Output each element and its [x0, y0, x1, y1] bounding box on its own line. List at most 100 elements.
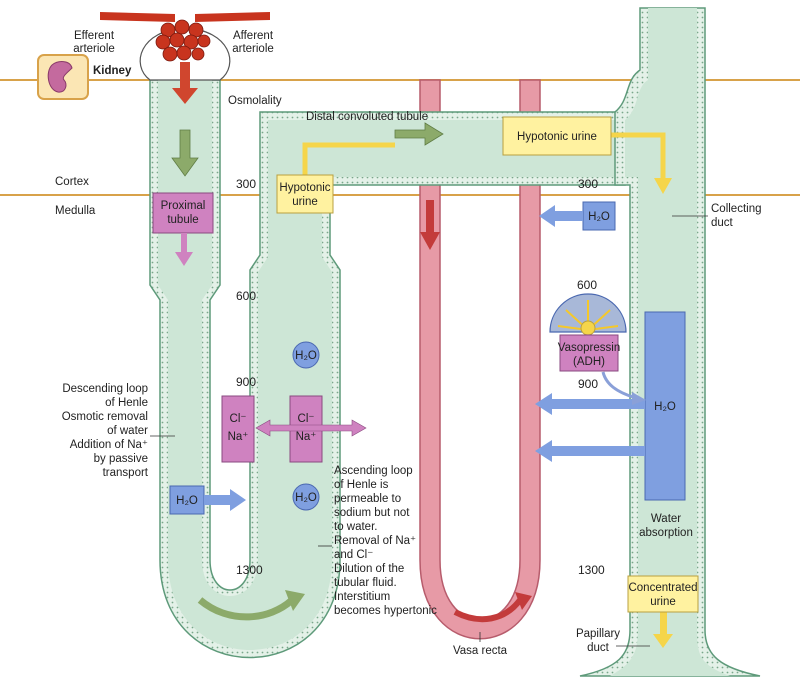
osmolality-left-1300: 1300	[236, 563, 263, 577]
yellow-path-left	[302, 142, 395, 180]
ascending-line: Removal of Na⁺	[334, 535, 416, 547]
medulla-label: Medulla	[55, 205, 96, 217]
proximal-flow-arrow	[171, 129, 199, 177]
vasopressin-sun-icon	[580, 320, 596, 336]
loop-flow-arrow	[197, 597, 295, 621]
descending-line: Descending loop	[62, 383, 148, 395]
osmolality-right-1300: 1300	[578, 563, 605, 577]
osmolality-label: Osmolality	[228, 95, 282, 107]
descending-line: transport	[103, 467, 149, 479]
osmolality-left-900: 900	[236, 375, 256, 389]
papillary-duct-label-1: Papillary	[576, 628, 620, 640]
osmolality-right-300: 300	[578, 177, 598, 191]
hypotonic-left-line-2: urine	[292, 196, 318, 208]
descending-line: Osmotic removal	[62, 411, 148, 423]
vasa-recta-down-arrow	[420, 200, 440, 250]
osmolality-left-600: 600	[236, 289, 256, 303]
ascending-line: of Henle is	[334, 479, 389, 491]
concentrated-down-arrow	[653, 612, 673, 648]
vasopressin-arrow	[601, 371, 637, 400]
vasa-recta-label: Vasa recta	[453, 645, 508, 657]
h2o-top-right-text: H₂O	[588, 211, 610, 223]
ascending-line: Dilution of the	[334, 563, 404, 575]
hypotonic-urine-left-box	[276, 174, 334, 214]
proximal-line-2: tubule	[167, 214, 198, 226]
concentrated-line-2: urine	[650, 596, 676, 608]
h2o-circle-upper-text: H₂O	[295, 350, 317, 362]
hypotonic-left-line-1: Hypotonic	[279, 182, 330, 194]
vasopressin-arrowhead	[632, 392, 646, 405]
concentrated-line-1: Concentrated	[628, 582, 697, 594]
ascending-line: sodium but not	[334, 507, 410, 519]
osmolality-left-300: 300	[236, 177, 256, 191]
descending-line: by passive	[94, 453, 148, 465]
proximal-tubule-box	[152, 192, 214, 234]
kidney-icon	[47, 61, 73, 93]
papillary-duct-label-2: duct	[587, 642, 610, 654]
kidney-label: Kidney	[93, 65, 132, 77]
ascending-line: and Cl⁻	[334, 549, 373, 561]
water-absorption-h2o: H₂O	[654, 401, 676, 413]
ascending-label: Ascending loop of Henle is permeable to …	[334, 465, 437, 617]
hypotonic-top-text: Hypotonic urine	[517, 131, 597, 143]
h2o-circle-upper	[292, 341, 320, 369]
osmolality-right-900: 900	[578, 377, 598, 391]
h2o-circle-lower-text: H₂O	[295, 492, 317, 504]
concentrated-urine-box	[627, 575, 699, 613]
efferent-label-1: Efferent	[74, 30, 115, 42]
cl-na-double-arrow	[255, 419, 367, 437]
cl-na-left-na: Na⁺	[228, 431, 249, 443]
proximal-line-1: Proximal	[161, 200, 206, 212]
dct-flow-arrow	[394, 122, 444, 146]
glomerulus	[155, 19, 211, 62]
tubule-lumen	[158, 80, 625, 650]
cl-na-right-cl: Cl⁻	[298, 413, 315, 425]
h2o-descending-arrow	[204, 489, 246, 511]
ascending-line: tubular fluid.	[334, 577, 397, 589]
descending-line: of water	[107, 425, 148, 437]
cortex-label: Cortex	[55, 176, 89, 188]
loop-flow-arrowhead	[285, 590, 305, 611]
water-absorption-label-1: Water	[651, 513, 681, 525]
ascending-line: Ascending loop	[334, 465, 413, 477]
descending-line: Addition of Na⁺	[70, 439, 148, 451]
h2o-descending-text: H₂O	[176, 495, 198, 507]
efferent-arteriole	[100, 12, 175, 22]
cl-na-box-left	[221, 395, 255, 463]
ascending-line: Interstitium	[334, 591, 390, 603]
dct-label: Distal convoluted tubule	[306, 111, 428, 123]
vasa-recta-bottom-arrowhead	[515, 592, 532, 610]
water-arrow-upper	[535, 393, 645, 415]
h2o-circle-lower	[292, 483, 320, 511]
vasopressin-box	[559, 334, 619, 372]
yellow-right-arrowhead	[654, 178, 672, 194]
water-absorption-label-2: absorption	[639, 527, 693, 539]
osmolality-right-600: 600	[577, 278, 597, 292]
afferent-label-1: Afferent	[233, 30, 274, 42]
cl-na-left-cl: Cl⁻	[230, 413, 247, 425]
descending-line: of Henle	[105, 397, 148, 409]
vasopressin-line-1: Vasopressin	[558, 342, 620, 354]
cl-na-right-na: Na⁺	[296, 431, 317, 443]
vasa-recta-bottom-arrow	[453, 598, 523, 623]
ascending-line: to water.	[334, 521, 377, 533]
afferent-arteriole	[195, 12, 270, 22]
ascending-line: permeable to	[334, 493, 401, 505]
afferent-label-2: arteriole	[232, 43, 274, 55]
vasopressin-line-2: (ADH)	[573, 356, 605, 368]
proximal-down-arrow	[175, 233, 193, 266]
water-arrow-lower	[535, 440, 645, 462]
filtrate-arrow	[172, 62, 198, 104]
descending-label: Descending loop of Henle Osmotic removal…	[62, 383, 149, 479]
h2o-top-right-arrow	[539, 205, 583, 227]
collecting-duct-label-1: Collecting	[711, 203, 762, 215]
collecting-duct-label-2: duct	[711, 217, 734, 229]
hypotonic-urine-top-box	[502, 116, 612, 156]
ascending-line: becomes hypertonic	[334, 605, 437, 617]
water-absorption-column	[644, 311, 686, 501]
yellow-path-right	[610, 132, 666, 178]
efferent-label-2: arteriole	[73, 43, 115, 55]
h2o-descending-box	[169, 485, 205, 515]
